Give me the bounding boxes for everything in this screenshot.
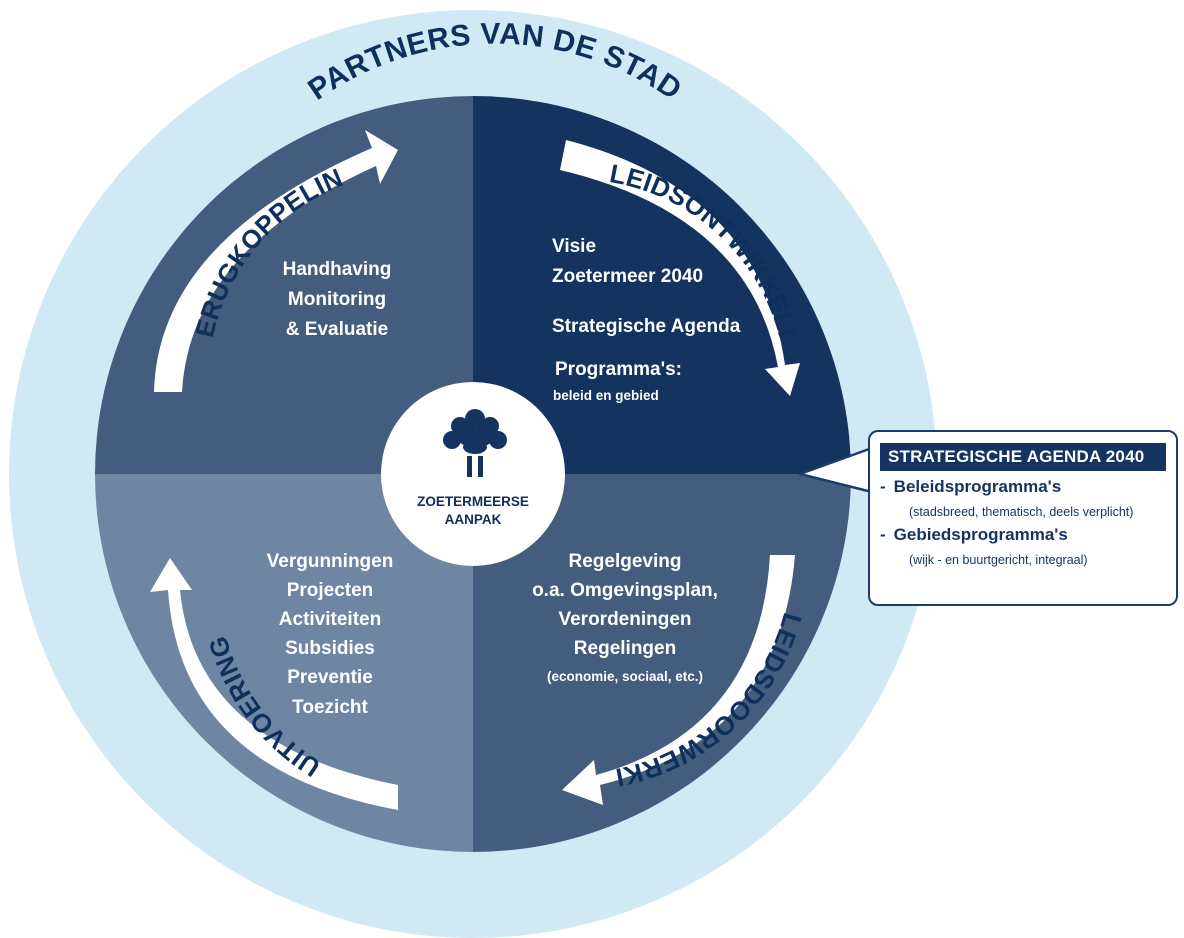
agenda-item-sub: (wijk - en buurtgericht, integraal) — [909, 553, 1088, 567]
svg-text:o.a. Omgevingsplan,: o.a. Omgevingsplan, — [532, 580, 718, 601]
agenda-item-sub: (stadsbreed, thematisch, deels verplicht… — [909, 505, 1134, 519]
quadrant-bottom-right — [473, 474, 851, 852]
center-label-line2: AANPAK — [445, 512, 502, 527]
svg-text:beleid en gebied: beleid en gebied — [553, 388, 659, 403]
center-circle — [381, 382, 565, 566]
svg-text:Visie: Visie — [552, 236, 596, 257]
svg-text:Regelingen: Regelingen — [574, 638, 676, 659]
svg-text:Monitoring: Monitoring — [288, 289, 386, 310]
svg-text:Subsidies: Subsidies — [285, 638, 375, 659]
agenda-title: STRATEGISCHE AGENDA 2040 — [880, 443, 1166, 471]
quadrant-top-left — [95, 96, 473, 474]
svg-text:Activiteiten: Activiteiten — [279, 609, 381, 630]
quadrant-bottom-left-text: Vergunningen Projecten Activiteiten Subs… — [267, 551, 394, 718]
svg-text:Strategische Agenda: Strategische Agenda — [552, 316, 741, 337]
svg-text:Preventie: Preventie — [287, 667, 373, 688]
svg-text:Verordeningen: Verordeningen — [558, 609, 691, 630]
svg-text:Zoetermeer 2040: Zoetermeer 2040 — [552, 266, 703, 287]
agenda-item-label: Gebiedsprogramma's — [893, 525, 1068, 544]
svg-text:Projecten: Projecten — [287, 580, 374, 601]
svg-text:Programma's:: Programma's: — [555, 359, 682, 380]
quadrant-top-right — [473, 96, 851, 474]
strategic-agenda-box: STRATEGISCHE AGENDA 2040 -Beleidsprogram… — [868, 430, 1178, 606]
svg-text:Vergunningen: Vergunningen — [267, 551, 394, 572]
agenda-item: -Beleidsprogramma's (stadsbreed, themati… — [880, 477, 1166, 519]
quadrant-top-left-text: Handhaving Monitoring & Evaluatie — [283, 259, 392, 340]
center-label-line1: ZOETERMEERSE — [417, 494, 529, 509]
svg-text:(economie, sociaal, etc.): (economie, sociaal, etc.) — [547, 669, 703, 684]
quadrant-bottom-left — [95, 474, 473, 852]
quadrant-bottom-right-text: Regelgeving o.a. Omgevingsplan, Verorden… — [532, 551, 718, 684]
quadrant-top-right-text: Visie Zoetermeer 2040 Strategische Agend… — [552, 236, 741, 403]
agenda-item: -Gebiedsprogramma's (wijk - en buurtgeri… — [880, 525, 1166, 567]
agenda-item-label: Beleidsprogramma's — [893, 477, 1062, 496]
svg-text:& Evaluatie: & Evaluatie — [286, 319, 388, 340]
svg-text:Regelgeving: Regelgeving — [569, 551, 682, 572]
tree-logo-icon — [443, 409, 507, 477]
svg-text:Handhaving: Handhaving — [283, 259, 392, 280]
svg-text:Toezicht: Toezicht — [292, 697, 368, 718]
